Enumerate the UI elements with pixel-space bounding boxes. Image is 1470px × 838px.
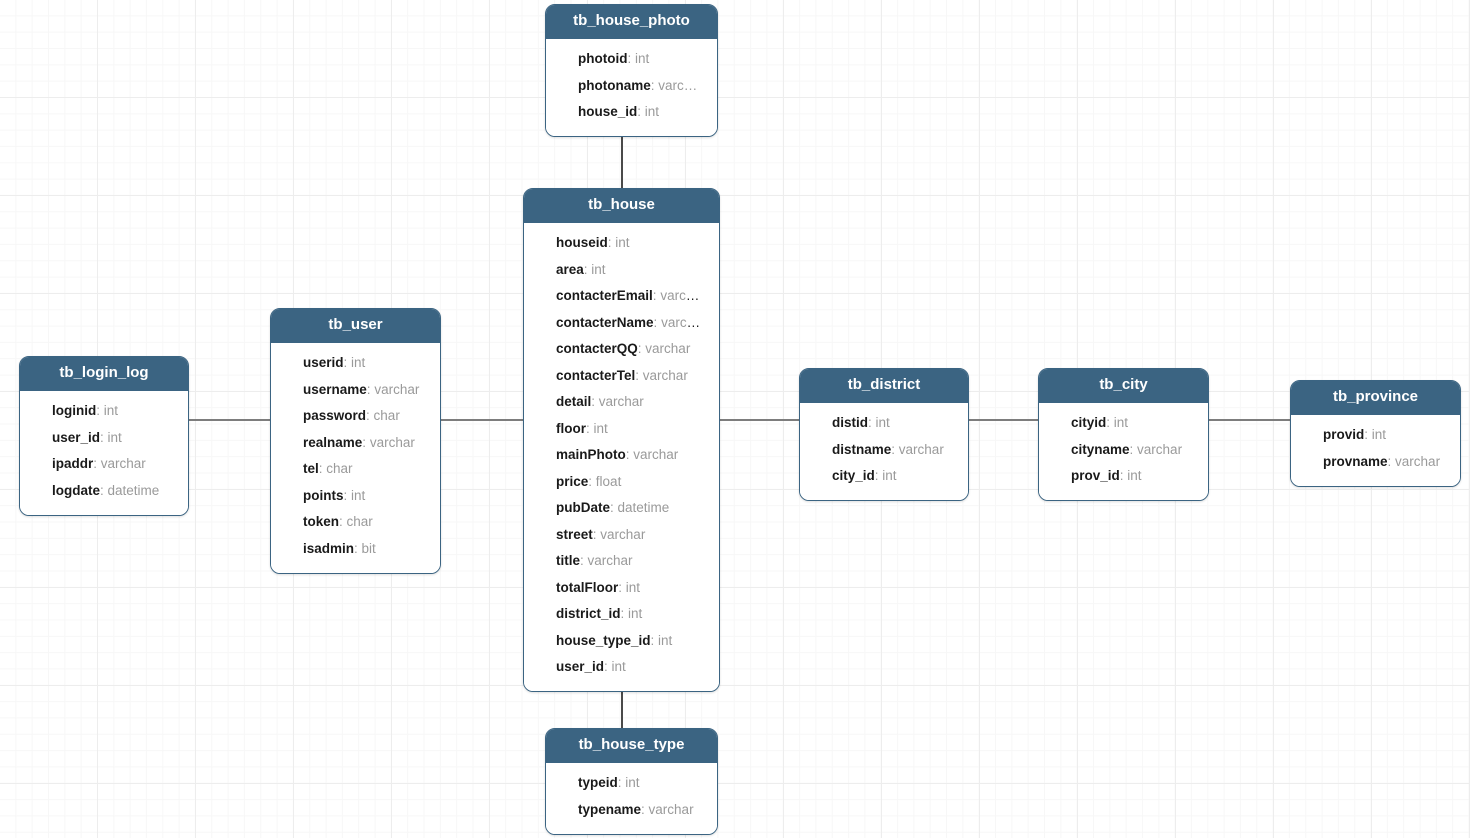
field-row: ipaddr: varchar <box>52 456 146 471</box>
entity-title-tb-login-log: tb_login_log <box>20 357 188 391</box>
field-row: user_id: int <box>556 659 626 674</box>
entity-title-tb-house-photo: tb_house_photo <box>546 5 717 39</box>
field-row: password: char <box>303 408 400 423</box>
field-row: contacterQQ: varchar <box>556 341 691 356</box>
field-row: distid: int <box>832 415 890 430</box>
entity-fields-tb-house-photo: photoid: int photoname: varc… house_id: … <box>546 38 717 136</box>
entity-fields-tb-province: provid: int provname: varchar <box>1291 414 1460 486</box>
entity-tb-city[interactable]: tb_city cityid: int cityname: varchar pr… <box>1038 368 1209 501</box>
field-row: loginid: int <box>52 403 119 418</box>
field-row: totalFloor: int <box>556 579 641 595</box>
field-row: contacterTel: varchar <box>556 367 688 383</box>
entity-fields-tb-login-log: loginid: int user_id: int ipaddr: varcha… <box>20 390 188 515</box>
entity-fields-tb-district: distid: int distname: varchar city_id: i… <box>800 402 968 500</box>
entity-fields-tb-city: cityid: int cityname: varchar prov_id: i… <box>1039 402 1208 500</box>
field-row: typename: varchar <box>578 801 694 817</box>
field-row: houseid: int <box>556 235 630 250</box>
field-row: district_id: int <box>556 606 643 621</box>
field-row: typeid: int <box>578 775 640 790</box>
field-row: area: int <box>556 261 606 277</box>
field-row: isadmin: bit <box>303 540 376 556</box>
field-row: user_id: int <box>52 429 122 445</box>
field-row: logdate: datetime <box>52 482 160 498</box>
entity-tb-house-type[interactable]: tb_house_type typeid: int typename: varc… <box>545 728 718 835</box>
field-row: provname: varchar <box>1323 453 1441 469</box>
connector-login-log-to-user <box>189 419 271 421</box>
connector-district-to-city <box>969 419 1039 421</box>
connector-house-to-district <box>720 419 800 421</box>
entity-tb-login-log[interactable]: tb_login_log loginid: int user_id: int i… <box>19 356 189 516</box>
field-row: cityname: varchar <box>1071 441 1183 457</box>
field-row: userid: int <box>303 355 366 370</box>
field-row: house_type_id: int <box>556 632 673 648</box>
entity-fields-tb-house: houseid: int area: int contacterEmail: v… <box>524 222 719 691</box>
field-row: realname: varchar <box>303 434 415 450</box>
entity-tb-district[interactable]: tb_district distid: int distname: varcha… <box>799 368 969 501</box>
entity-fields-tb-user: userid: int username: varchar password: … <box>271 342 440 573</box>
field-row: price: float <box>556 473 622 489</box>
entity-title-tb-user: tb_user <box>271 309 440 343</box>
connector-house-to-house-type <box>621 665 623 729</box>
field-row: distname: varchar <box>832 441 944 457</box>
connector-user-to-house <box>441 419 524 421</box>
entity-tb-user[interactable]: tb_user userid: int username: varchar pa… <box>270 308 441 574</box>
field-row: contacterName: varchar <box>556 314 707 330</box>
field-row: house_id: int <box>578 104 660 119</box>
field-row: photoname: varc… <box>578 77 698 93</box>
field-row: username: varchar <box>303 381 420 397</box>
entity-title-tb-province: tb_province <box>1291 381 1460 415</box>
entity-title-tb-city: tb_city <box>1039 369 1208 403</box>
entity-tb-house-photo[interactable]: tb_house_photo photoid: int photoname: v… <box>545 4 718 137</box>
entity-title-tb-district: tb_district <box>800 369 968 403</box>
field-row: title: varchar <box>556 553 633 568</box>
connector-house-photo-to-house <box>621 131 623 189</box>
field-row: street: varchar <box>556 526 646 542</box>
field-row: points: int <box>303 487 366 503</box>
field-row: photoid: int <box>578 51 650 66</box>
entity-title-tb-house: tb_house <box>524 189 719 223</box>
connector-city-to-province <box>1209 419 1291 421</box>
field-row: cityid: int <box>1071 415 1129 430</box>
entity-title-tb-house-type: tb_house_type <box>546 729 717 763</box>
field-row: tel: char <box>303 461 353 476</box>
field-row: floor: int <box>556 420 608 436</box>
field-row: provid: int <box>1323 427 1387 442</box>
entity-tb-province[interactable]: tb_province provid: int provname: varcha… <box>1290 380 1461 487</box>
field-row: mainPhoto: varchar <box>556 447 679 462</box>
field-row: token: char <box>303 514 373 529</box>
field-row: contacterEmail: varchar <box>556 288 706 303</box>
field-row: pubDate: datetime <box>556 500 670 515</box>
field-row: city_id: int <box>832 468 897 483</box>
field-row: prov_id: int <box>1071 468 1142 483</box>
entity-fields-tb-house-type: typeid: int typename: varchar <box>546 762 717 834</box>
entity-tb-house[interactable]: tb_house houseid: int area: int contacte… <box>523 188 720 692</box>
field-row: detail: varchar <box>556 394 644 409</box>
